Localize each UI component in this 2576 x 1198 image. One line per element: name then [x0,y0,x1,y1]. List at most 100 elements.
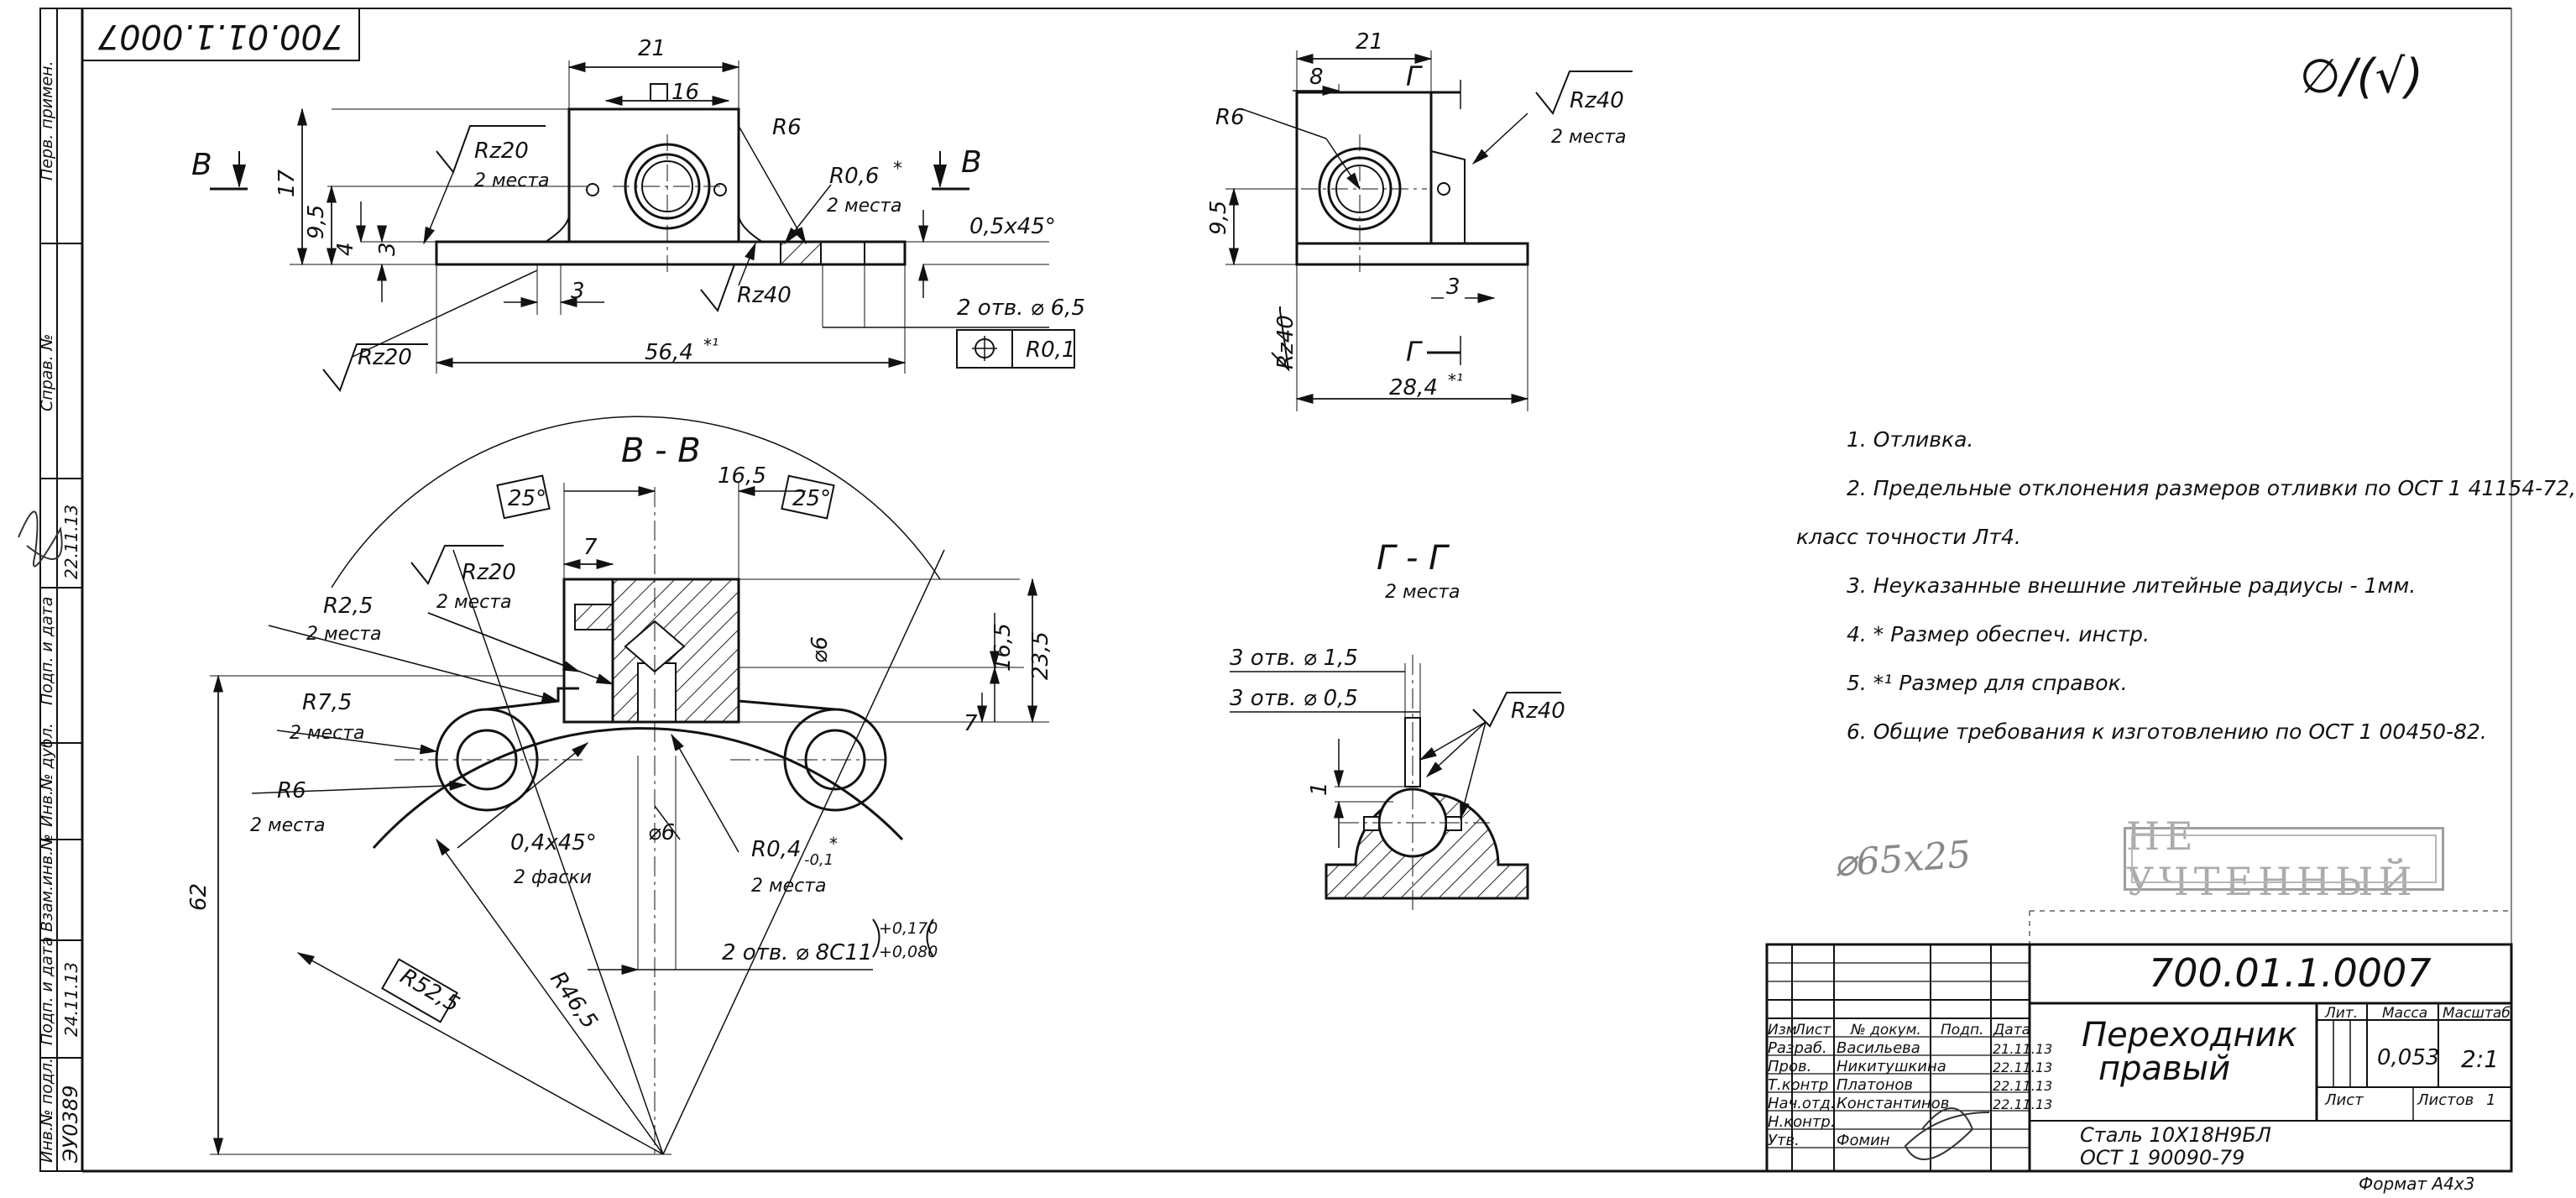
dim-r0-4-star: * [829,834,838,854]
tb-col-data: Дата [1993,1022,2031,1038]
dim-3-vertical: 3 [375,242,400,256]
section-mark-b-left: B [191,148,212,182]
tb-role-0: Разраб. [1768,1039,1827,1057]
not-registered-stamp: НЕ УЧТЕННЫЙ [2124,813,2444,904]
view-bb-title: B - B [621,432,701,470]
star-r06: * [893,159,902,180]
dim-3-bottom: 3 [571,279,585,304]
dim-r2-5: R2,5 [323,594,373,619]
dim-sq16: 16 [671,80,699,105]
tb-masshtab-label: Масштаб [2443,1005,2511,1022]
bb-two-places-1: 2 места [436,592,512,613]
tb-role-3: Нач.отд. [1768,1095,1836,1112]
note-1: 1. Отливка. [1847,427,1974,452]
dim-r06: R0,6 [829,164,879,189]
tb-listov-value: 1 [2486,1091,2496,1109]
tb-date-3: 22.11.13 [1993,1096,2053,1112]
tol-lower: +0,080 [879,943,938,961]
side-dim-28-4: 28,4 [1389,375,1438,400]
general-roughness-symbol: ∅/(√) [2300,50,2423,104]
tb-name-line1: Переходник [2082,1016,2297,1054]
tb-role-5: Утв. [1768,1132,1800,1149]
dim-phi6-vert: ⌀6 [807,636,833,663]
tb-format: Формат А4х3 [2359,1174,2475,1194]
signature-title-block [1904,1107,1990,1160]
tb-role-2: Т.контр [1768,1076,1829,1094]
dim-7-top: 7 [583,535,598,560]
section-bb-labels: B - B 25° 25° 16,5 7 Rz20 2 места R2,5 2… [186,432,1053,1033]
bb-dim-r6: R6 [277,778,306,803]
dim-17: 17 [274,169,300,197]
tb-name-2: Платонов [1837,1076,1913,1094]
dim-r7-5: R7,5 [302,690,352,715]
side-view [1225,50,1633,411]
note-3: 3. Неуказанные внешние литейные радиусы … [1847,573,2417,598]
tb-date-2: 22.11.13 [1993,1078,2053,1094]
bb-two-places-2: 2 места [306,624,382,645]
dim-phi6-horiz: ⌀6 [648,820,675,845]
tb-scale-value: 2:1 [2461,1045,2500,1073]
star1-56-4: *¹ [703,335,718,355]
roughness-rz20-1: Rz20 [474,139,529,164]
perv-primen-label: Перв. примен. [38,60,56,180]
technical-requirements: 1. Отливка. 2. Предельные отклонения раз… [1796,416,2576,756]
roughness-rz40-1: Rz40 [737,283,792,308]
dim-7-vert: 7 [964,711,978,736]
tb-col-list: Лист [1795,1022,1831,1038]
tb-massa-label: Масса [2382,1005,2428,1022]
section-bb-view [210,416,1049,1159]
bb-two-places-4: 2 места [250,815,326,836]
dim-16-5-top: 16,5 [718,463,766,489]
gg-dim-1: 1 [1307,782,1332,796]
vzam-inv-label: Взам.инв.№ [38,834,56,932]
bb-roughness-rz20: Rz20 [462,560,516,585]
tb-list-label: Лист [2325,1091,2364,1109]
bb-two-places-3: 2 места [290,723,365,744]
tb-name-1: Никитушкина [1837,1058,1946,1075]
bb-two-places-5: 2 места [751,876,827,897]
dim-chamfer04: 0,4x45° [510,830,597,855]
front-view-labels: 21 16 R6 Rz20 2 места R0,6 * 2 места 0,5… [191,36,1085,370]
tol-upper: +0,170 [879,919,938,938]
two-places-2: 2 места [827,196,902,217]
dim-16-5-vert: 16,5 [990,623,1016,672]
tb-col-doc: № докум. [1851,1022,1921,1038]
tb-name-5: Фомин [1837,1132,1890,1149]
side-dim-9-5: 9,5 [1206,201,1231,235]
tb-doc-number: 700.01.1.0007 [2149,950,2432,996]
gg-roughness-rz40: Rz40 [1511,698,1565,724]
podp-data-label-2: Подп. и дата [38,937,56,1045]
note-6: 6. Общие требования к изготовлению по ОС… [1847,719,2487,744]
section-mark-b-right: B [961,145,982,180]
sprav-no-label: Справ. № [38,334,56,411]
section-mark-g-top: Г [1406,60,1423,92]
dim-r46-5: R46,5 [545,967,602,1033]
tb-lit-label: Лит. [2325,1005,2359,1022]
tb-col-podp: Подп. [1941,1022,1984,1038]
side-roughness-rz40: Rz40 [1570,88,1624,113]
side-star1: *¹ [1448,370,1463,390]
side-roughness-rz40-vert: Rz40 [1273,315,1298,369]
dim-62: 62 [186,883,212,911]
drawing-sheet: Перв. примен. Справ. № Подп. и дата Инв.… [18,8,2513,1173]
dim-r0-4-tol: -0,1 [804,851,833,869]
side-view-labels: 21 8 Г R6 Rz40 2 места 9,5 3 Г 28,4 *¹ R… [1206,29,1627,400]
tb-mass-value: 0,053 [2377,1045,2440,1070]
angle-25-right: 25° [792,486,831,511]
tb-material-line1: Сталь 10Х18Н9БЛ [2080,1123,2271,1147]
left-margin-table [39,8,83,1172]
angle-25-left: 25° [508,486,546,511]
side-dim-21: 21 [1356,29,1383,55]
gg-two-places: 2 места [1385,582,1460,603]
tb-role-1: Пров. [1768,1058,1812,1075]
roughness-rz20-2: Rz20 [358,345,412,370]
tb-role-4: Н.контр. [1768,1113,1836,1131]
front-view [210,60,1075,393]
rotated-doc-number-text: 700.01.1.0007 [97,17,343,55]
dim-holes15: 3 отв. ⌀ 1,5 [1230,646,1358,671]
note-4: 4. * Размер обеспеч. инстр. [1847,622,2150,646]
dim-21: 21 [638,36,666,61]
dim-chamfer05: 0,5x45° [969,214,1056,239]
podp-data-label-1: Подп. и дата [38,597,56,705]
tb-name-0: Васильева [1837,1039,1920,1057]
